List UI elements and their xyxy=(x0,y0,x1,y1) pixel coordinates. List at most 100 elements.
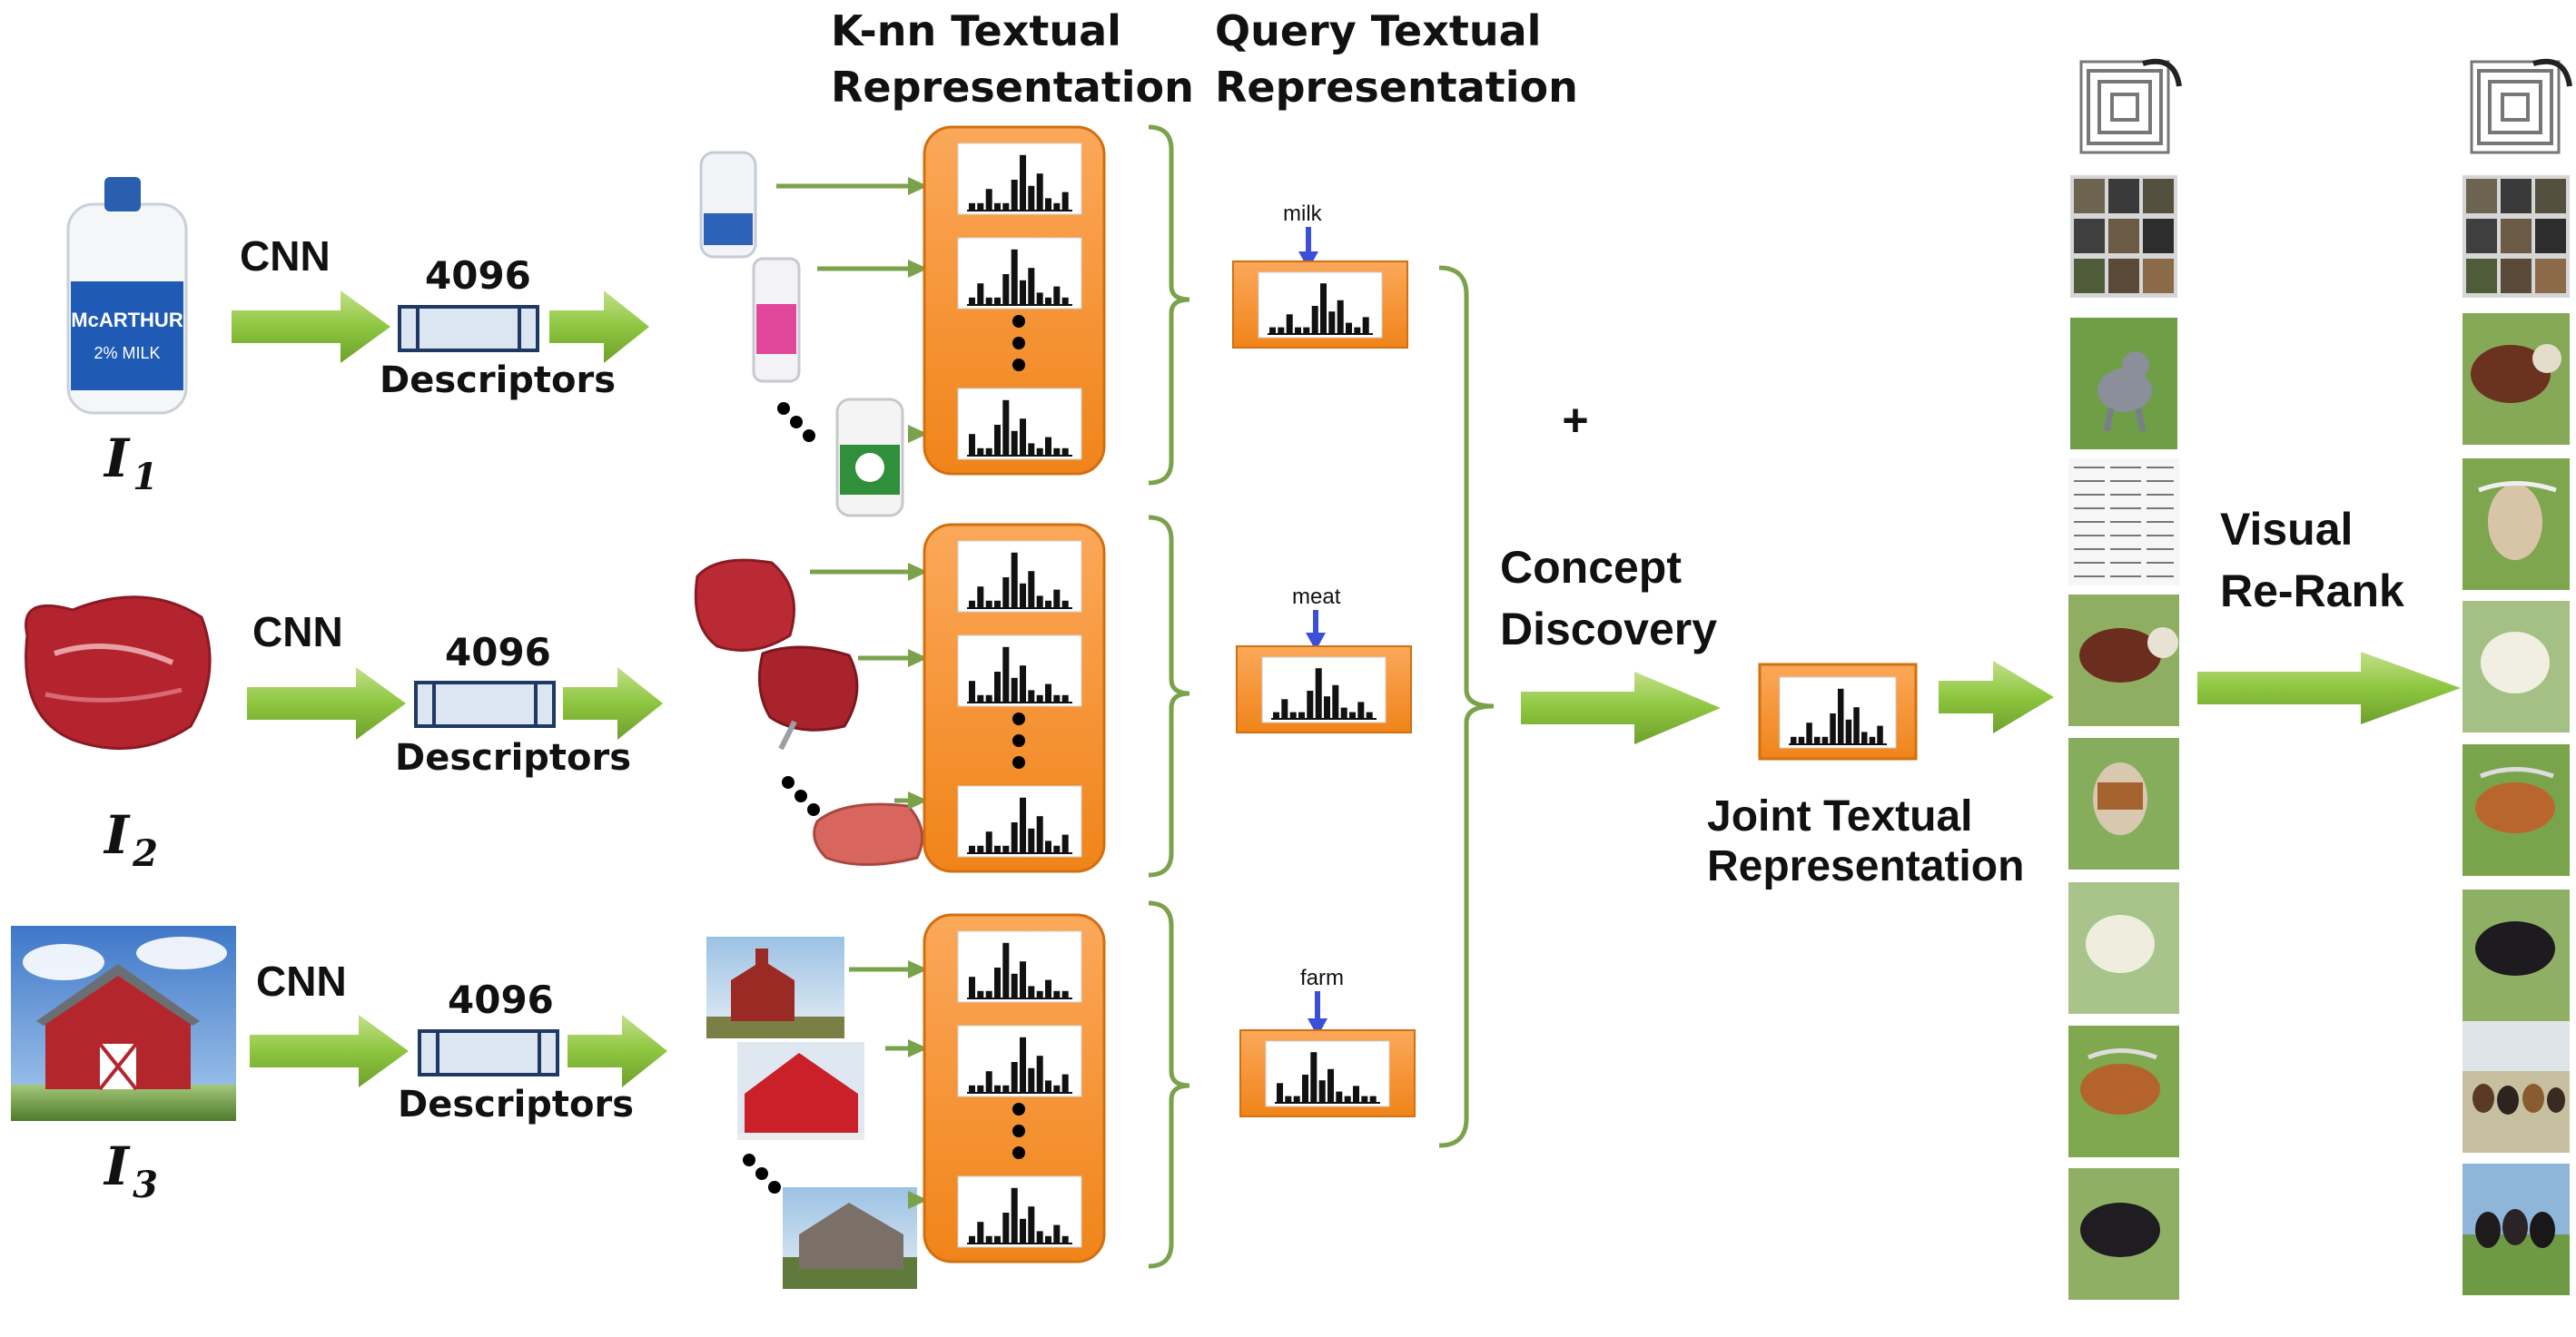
histogram-bar xyxy=(1002,202,1010,211)
cattle-grid-thumbnail xyxy=(2462,175,2570,298)
histogram-bar xyxy=(1028,185,1035,211)
histogram-bar xyxy=(1278,327,1285,334)
histogram-bar xyxy=(1061,990,1069,998)
histogram-bar xyxy=(977,1085,984,1093)
histogram-bar xyxy=(1028,828,1035,853)
histogram-bars xyxy=(967,552,1072,609)
histogram-bar xyxy=(1861,732,1868,744)
histogram-bar xyxy=(1302,1075,1308,1103)
histogram-bar xyxy=(994,672,1001,703)
text-document-thumbnail xyxy=(2068,458,2179,585)
histogram-bar xyxy=(1366,712,1373,719)
histogram-bar xyxy=(1045,600,1051,608)
histogram-bar xyxy=(1357,702,1365,719)
histogram-bars xyxy=(1789,688,1887,745)
histogram-bar xyxy=(977,1222,984,1244)
histogram-bar xyxy=(1028,1206,1035,1244)
histogram-bar xyxy=(1002,399,1010,456)
histogram-bar xyxy=(1028,690,1035,703)
histogram-bar xyxy=(1045,683,1051,703)
histogram-bar xyxy=(1053,1085,1061,1093)
neighbor-barn-2 xyxy=(737,1042,864,1140)
cattle-photo xyxy=(2462,744,2570,876)
histogram-bar xyxy=(1053,990,1061,998)
histogram-bar xyxy=(977,447,984,456)
histogram-bar xyxy=(1020,1037,1026,1093)
cnn-label-1: CNN xyxy=(240,232,331,280)
reranked-results-column xyxy=(2462,58,2572,1295)
histogram-bar xyxy=(1353,1086,1359,1103)
histogram-bar xyxy=(1061,834,1069,853)
histogram-bar xyxy=(1806,723,1812,744)
descriptors-label-3: Descriptors xyxy=(398,1084,634,1126)
descriptor-arrow-2 xyxy=(563,667,663,740)
histogram-bar xyxy=(1303,327,1310,334)
cattle-photo xyxy=(2462,458,2570,590)
histogram-bar xyxy=(1346,322,1352,334)
histogram-bar xyxy=(985,600,992,608)
histogram-bar xyxy=(1053,1224,1061,1244)
histogram-bar xyxy=(985,297,992,305)
histogram-bar xyxy=(1061,1235,1069,1244)
histogram-bar xyxy=(1310,1052,1318,1103)
rerank-line2: Re-Rank xyxy=(2220,565,2404,616)
histogram-bar xyxy=(969,434,975,456)
joint-histogram xyxy=(1758,663,1918,761)
descriptor-vector-1 xyxy=(398,305,539,352)
keyword-label-1: milk xyxy=(1283,202,1323,226)
histogram-bar xyxy=(1061,600,1069,608)
histogram-bar xyxy=(969,202,975,211)
histogram-bar xyxy=(969,681,975,703)
bracket-1 xyxy=(1148,124,1190,486)
histogram-bar xyxy=(1053,589,1061,608)
histogram-bar xyxy=(1011,552,1018,608)
initial-results-column xyxy=(2068,58,2182,1300)
histogram-bar xyxy=(1332,684,1339,719)
histogram-bar xyxy=(1020,665,1026,703)
svg-text:2% MILK: 2% MILK xyxy=(94,344,160,362)
histogram-bars xyxy=(967,797,1072,854)
histogram-bar xyxy=(985,189,992,211)
histogram-bar xyxy=(1036,292,1043,305)
histogram-bar xyxy=(1053,694,1061,703)
histogram-bar xyxy=(1020,1218,1026,1244)
histogram-bar xyxy=(1830,713,1836,744)
ellipsis-dot xyxy=(803,429,815,442)
histogram-bar xyxy=(977,283,984,305)
histogram-bar xyxy=(1020,961,1026,998)
histogram-bar xyxy=(1002,1213,1010,1244)
ellipsis-dot xyxy=(795,790,807,802)
histogram-bar xyxy=(1328,311,1336,334)
histogram-bar xyxy=(1281,699,1288,719)
knn-header-line2: Representation xyxy=(831,63,1194,112)
histogram-bar xyxy=(1327,1068,1334,1103)
histogram-bar xyxy=(1002,1085,1010,1093)
milk-jug-photo: McARTHUR 2% MILK xyxy=(66,177,188,415)
histogram-bar xyxy=(1053,202,1061,211)
histogram-bar xyxy=(1285,1096,1292,1103)
histogram-bar xyxy=(977,202,984,211)
descriptor-vector-2 xyxy=(414,681,556,728)
histogram-bar xyxy=(1286,314,1293,334)
query-header-line2: Representation xyxy=(1215,63,1578,112)
descriptors-label-2: Descriptors xyxy=(395,737,631,779)
histogram-bar xyxy=(969,1085,975,1093)
knn-header-line1: K-nn Textual xyxy=(831,6,1121,55)
histogram-bar xyxy=(1020,797,1026,853)
joint-arrow xyxy=(1939,661,2054,733)
steak-photo xyxy=(25,595,212,751)
histogram-bar xyxy=(1269,327,1276,334)
histogram-bars xyxy=(967,942,1072,999)
histogram-bar xyxy=(1036,816,1043,853)
histogram-bar xyxy=(1036,1056,1043,1093)
histogram-bar xyxy=(969,600,975,608)
query-header-line1: Query Textual xyxy=(1215,6,1541,55)
histogram-bar xyxy=(1036,447,1043,456)
histogram-bar xyxy=(1814,736,1821,744)
histogram-bar xyxy=(1053,845,1061,853)
histogram-bar xyxy=(1798,736,1805,744)
histogram-bar xyxy=(1293,1096,1300,1103)
